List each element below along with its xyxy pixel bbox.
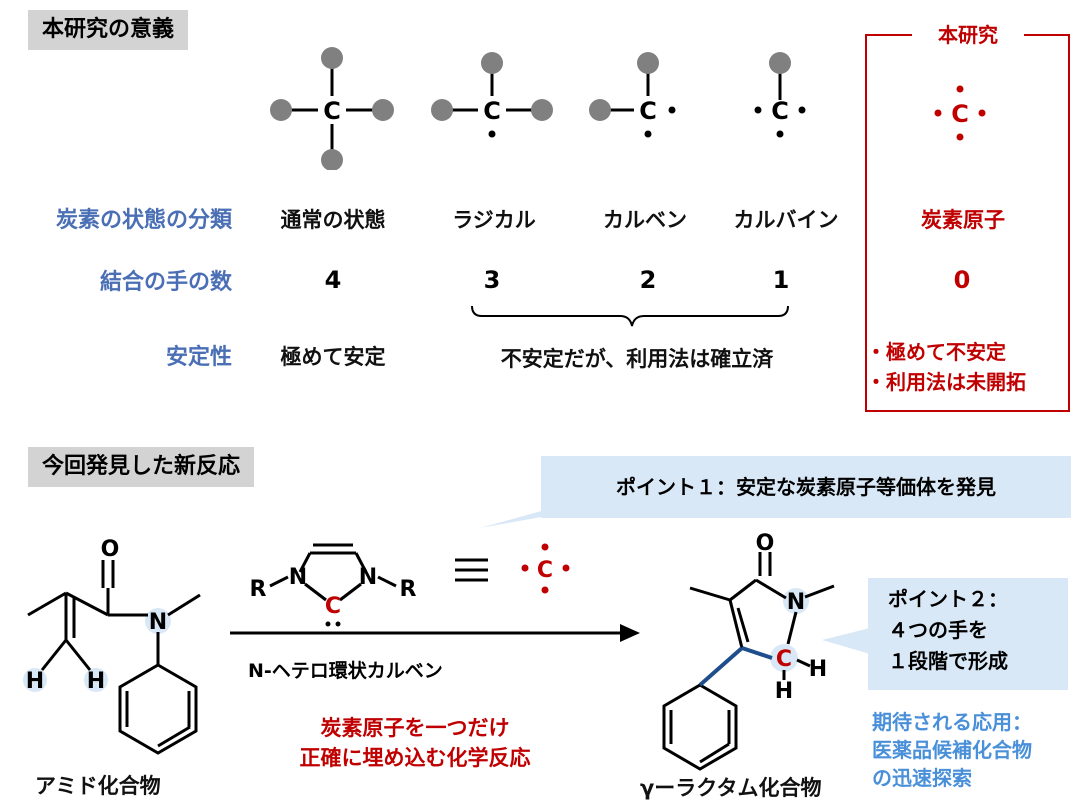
atom-H: H: [26, 669, 44, 694]
bonds-carbene: 2: [639, 266, 657, 294]
carbyne-structure: C: [754, 52, 806, 138]
note-unexplored: ・利用法は未開拓: [866, 370, 1026, 394]
point2-line-2: ４つの手を: [888, 618, 988, 642]
atom-H: H: [87, 669, 105, 694]
stability-shared: 不安定だが、利用法は確立済: [500, 347, 774, 371]
atom-N: N: [359, 565, 377, 590]
row-label-bonds: 結合の手の数: [99, 270, 232, 295]
state-radical: ラジカル: [452, 208, 536, 232]
row-label-stability: 安定性: [165, 345, 232, 370]
atom-N: N: [787, 590, 805, 615]
atom-H: H: [809, 657, 827, 682]
point2-callout: ポイント２： ４つの手を １段階で形成: [868, 578, 1068, 690]
grouping-brace: [471, 305, 789, 327]
carbene-carbon: C: [325, 594, 341, 619]
inserted-carbon: C: [776, 647, 792, 672]
atom-R: R: [250, 577, 267, 602]
state-carbyne: カルバイン: [733, 208, 839, 232]
carbene-structure: C: [589, 52, 676, 138]
bonds-carbyne: 1: [772, 266, 790, 294]
carbon-letter: C: [771, 97, 789, 125]
reaction-desc-line-1: 炭素原子を一つだけ: [320, 716, 510, 740]
expected-application: 期待される応用： 医薬品候補化合物 の迅速探索: [872, 708, 1032, 792]
carbon-atom-equivalent: C: [521, 543, 570, 594]
point1-callout-tail: [480, 510, 580, 528]
carbon-letter: C: [323, 97, 341, 125]
carbon-letter: C: [639, 97, 657, 125]
reaction-description: 炭素原子を一つだけ 正確に埋め込む化学反応: [300, 713, 531, 773]
equivalence-sign: [455, 558, 488, 582]
carbon-letter: C: [951, 100, 969, 128]
point2-line-1: ポイント２：: [888, 587, 1008, 611]
state-carbon-atom: 炭素原子: [921, 208, 1005, 232]
carbon-state-structures: C C C C C: [270, 47, 986, 170]
state-carbene: カルベン: [603, 208, 687, 232]
atom-H: H: [775, 679, 793, 704]
reaction-scheme: O N H H N N R R C C: [23, 531, 835, 771]
atom-O: O: [756, 531, 775, 556]
stability-normal: 極めて安定: [280, 345, 386, 369]
atom-R: R: [400, 577, 417, 602]
atom-O: O: [101, 537, 120, 562]
expected-use-line-2: 医薬品候補化合物: [872, 738, 1032, 762]
reaction-desc-line-2: 正確に埋め込む化学反応: [299, 746, 531, 770]
carbon-atom-structure: C: [934, 85, 986, 141]
gamma-lactam-product: [662, 552, 835, 771]
atom-N: N: [149, 610, 167, 635]
expected-use-line-3: の迅速探索: [872, 766, 972, 790]
note-unstable: ・極めて不安定: [866, 340, 1006, 364]
point2-callout-tail: [822, 628, 870, 654]
bonds-normal: 4: [324, 266, 342, 294]
new-reaction-header: 今回発見した新反応: [28, 447, 255, 487]
reactant-name: アミド化合物: [35, 774, 161, 798]
stability-carbon-atom: ・極めて不安定 ・利用法は未開拓: [866, 337, 1026, 397]
amide-reactant: [27, 560, 201, 755]
normal-carbon-structure: C: [270, 47, 394, 170]
atom-N: N: [289, 565, 307, 590]
point2-line-3: １段階で形成: [888, 649, 1008, 673]
nhc-reagent: [269, 543, 397, 602]
reagent-label: N-ヘテロ環状カルベン: [248, 660, 443, 682]
product-name: γーラクタム化合物: [640, 776, 822, 800]
bonds-carbon-atom: 0: [953, 266, 971, 294]
carbon-letter: C: [483, 97, 501, 125]
state-normal: 通常の状態: [280, 208, 386, 232]
radical-structure: C: [431, 52, 553, 138]
reaction-arrow: [230, 624, 640, 642]
carbon-letter: C: [537, 558, 553, 583]
expected-use-line-1: 期待される応用：: [872, 710, 1032, 734]
row-label-classification: 炭素の状態の分類: [55, 208, 232, 233]
new-bonds: [698, 646, 773, 687]
significance-header: 本研究の意義: [28, 10, 189, 50]
point1-callout: ポイント１：安定な炭素原子等価体を発見: [541, 456, 1071, 518]
this-study-title: 本研究: [912, 22, 1024, 48]
bonds-radical: 3: [483, 266, 501, 294]
